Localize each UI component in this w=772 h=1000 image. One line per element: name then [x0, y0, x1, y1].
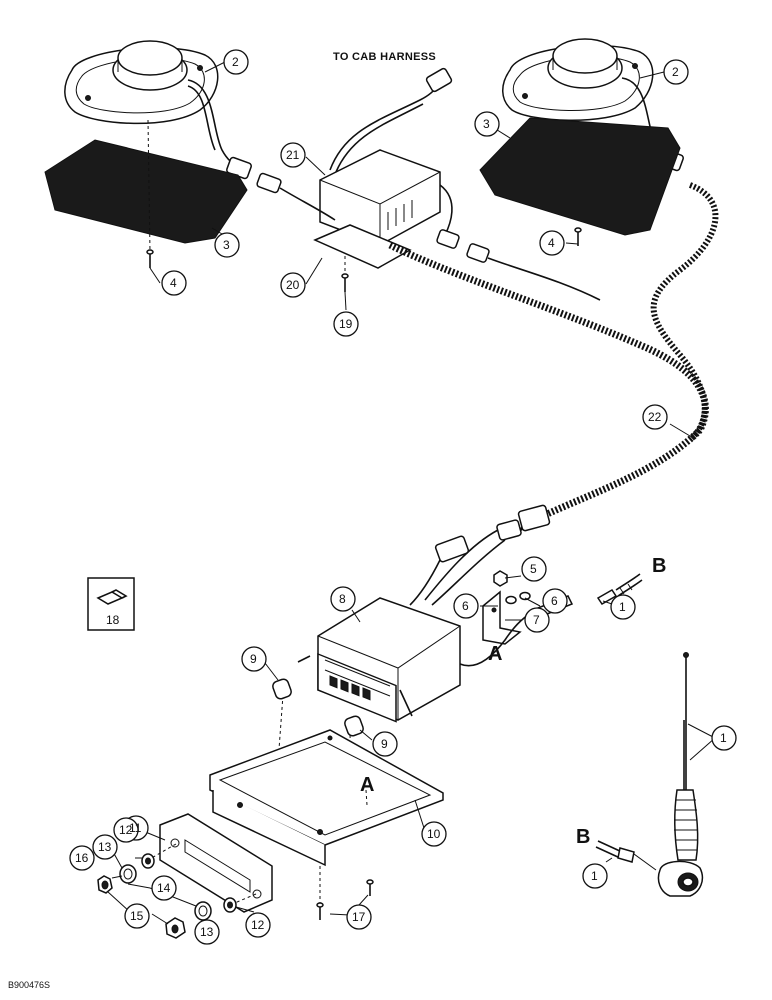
callout-9-left: 9 — [250, 652, 257, 666]
reference-letter-b-lower: B — [576, 826, 590, 848]
callout-2-left: 2 — [232, 55, 239, 69]
cab-harness-label: TO CAB HARNESS — [333, 51, 436, 63]
callout-17: 17 — [352, 910, 366, 924]
bezel-hardware-upper — [97, 853, 155, 894]
callout-13-lower: 13 — [200, 925, 214, 939]
callout-3-left: 3 — [223, 238, 230, 252]
amp-output-plug — [436, 229, 460, 249]
callout-11: 11 — [129, 821, 142, 835]
inline-fuse-holder — [434, 535, 470, 563]
callout-1-lower: 1 — [591, 869, 598, 883]
callout-4-right: 4 — [548, 236, 555, 250]
antenna-mast — [657, 652, 704, 897]
callout-8: 8 — [339, 592, 346, 606]
amplifier-module — [319, 149, 441, 246]
callout-numbers: 2 2 3 3 4 4 21 20 19 22 8 9 9 5 6 6 7 1 … — [75, 55, 727, 939]
left-speaker-plug — [256, 172, 282, 194]
left-speaker — [64, 40, 252, 180]
callout-12-upper: 12 — [119, 823, 133, 837]
antenna-extension-top — [596, 573, 643, 605]
mounting-bracket — [313, 224, 412, 269]
callout-9-right: 9 — [381, 737, 388, 751]
bezel-hardware-lower — [165, 897, 237, 939]
radio-trim-bezel — [159, 813, 273, 913]
radio-unit — [297, 597, 461, 723]
amp-output-plug-2 — [466, 243, 490, 263]
right-speaker — [502, 38, 684, 172]
radio-mounting-tray — [209, 729, 444, 867]
harness-radio-connector-2 — [496, 519, 522, 541]
callout-7: 7 — [533, 613, 540, 627]
harness-radio-connector — [517, 504, 551, 532]
callout-5: 5 — [530, 562, 537, 576]
callout-21: 21 — [286, 148, 300, 162]
cab-harness-connector — [425, 67, 453, 93]
right-screw — [574, 227, 582, 246]
bracket-screw — [341, 273, 349, 292]
callout-18: 18 — [106, 613, 120, 627]
reference-letter-a-upper: A — [488, 643, 502, 665]
callout-22: 22 — [648, 410, 662, 424]
fuse-box: 18 — [87, 577, 135, 631]
callout-2-right: 2 — [672, 65, 679, 79]
callout-1-upper: 1 — [619, 600, 626, 614]
callout-20: 20 — [286, 278, 300, 292]
callout-12-lower: 12 — [251, 918, 265, 932]
left-speaker-gasket — [44, 139, 248, 244]
radio-knob-right — [344, 715, 364, 791]
reference-letter-a-lower: A — [360, 774, 374, 796]
nut-and-washers — [493, 570, 531, 605]
callout-13-upper: 13 — [98, 840, 112, 854]
callout-1-antenna: 1 — [720, 731, 727, 745]
figure-code: B900476S — [8, 980, 50, 990]
left-screw — [146, 249, 154, 268]
callout-3-right: 3 — [483, 117, 490, 131]
callout-10: 10 — [427, 827, 441, 841]
callout-circles — [69, 49, 737, 945]
callout-15: 15 — [130, 909, 144, 923]
callout-6-right: 6 — [551, 594, 558, 608]
right-speaker-gasket — [479, 117, 681, 236]
callout-16: 16 — [75, 851, 89, 865]
callout-4-left: 4 — [170, 276, 177, 290]
callout-19: 19 — [339, 317, 353, 331]
reference-letter-b-upper: B — [652, 555, 666, 577]
tray-screws — [316, 866, 374, 920]
callout-14: 14 — [157, 881, 171, 895]
callout-6-left: 6 — [462, 599, 469, 613]
antenna-extension-bottom — [595, 840, 657, 871]
